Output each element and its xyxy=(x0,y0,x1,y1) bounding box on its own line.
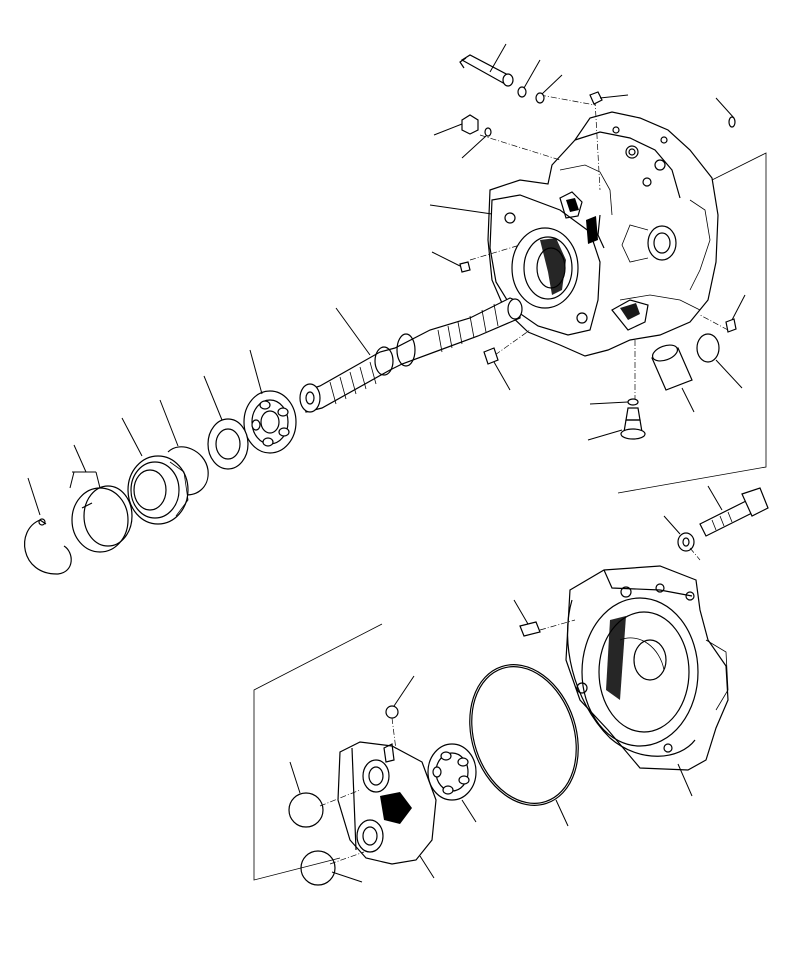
spacer xyxy=(203,375,249,470)
upper-assembly-boundary xyxy=(469,94,767,494)
end-cap xyxy=(565,565,729,797)
pump-case xyxy=(487,111,719,357)
dowel-pin xyxy=(513,599,541,637)
shims xyxy=(69,444,133,553)
end-cap-o-ring xyxy=(469,664,579,827)
plug-upper-circle xyxy=(288,761,324,828)
o-ring-small-1 xyxy=(517,59,541,98)
case-leader xyxy=(429,204,493,215)
bearing-front xyxy=(243,349,297,454)
pin-top-right xyxy=(715,97,736,128)
end-bearing xyxy=(427,743,477,823)
case-bolt xyxy=(459,43,514,87)
o-ring-elbow xyxy=(461,127,492,159)
plug-lower-circle xyxy=(300,850,363,886)
ball xyxy=(385,675,415,719)
plug-lower xyxy=(483,347,511,391)
valve-plate xyxy=(337,741,437,879)
bushing xyxy=(651,344,695,413)
plug-left xyxy=(431,251,471,273)
drive-shaft xyxy=(299,297,523,413)
small-o-ring-bottom xyxy=(589,398,639,406)
snap-ring xyxy=(24,477,72,575)
o-ring-right xyxy=(696,333,743,389)
plug-top xyxy=(589,91,629,105)
washer xyxy=(663,515,695,552)
end-cap-bolt xyxy=(699,485,769,537)
plug-right xyxy=(725,294,746,333)
lower-assembly-boundary xyxy=(253,547,701,881)
seal xyxy=(121,417,189,525)
elbow-fitting xyxy=(433,114,479,136)
fitting-bottom xyxy=(587,407,646,441)
o-ring-small-2 xyxy=(535,74,563,104)
seal-large-o-ring xyxy=(159,399,209,496)
